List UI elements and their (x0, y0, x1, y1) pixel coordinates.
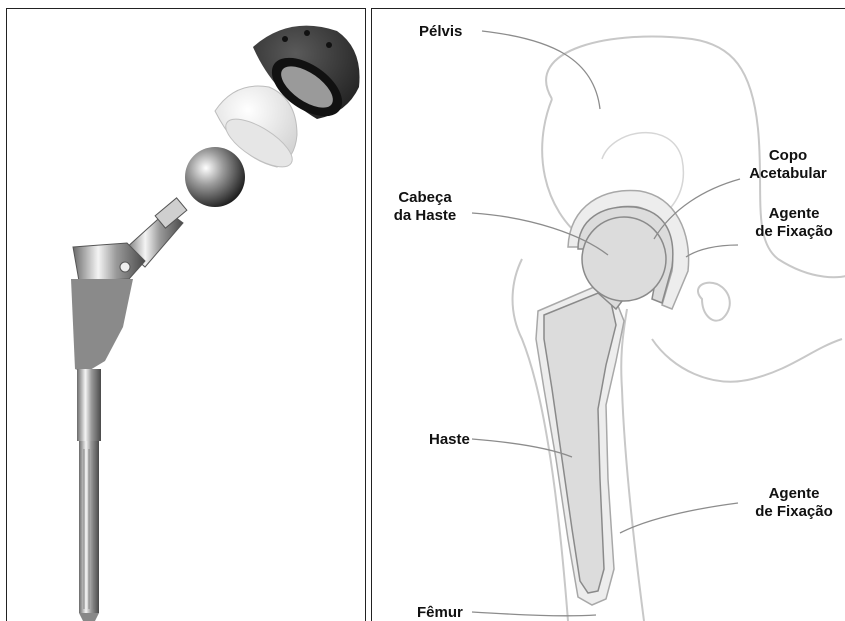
implant-photo-panel (6, 8, 366, 621)
pelvis-label: Pélvis (419, 23, 462, 41)
femoral-stem (71, 198, 187, 621)
hip-anatomy-diagram (372, 9, 845, 621)
hip-replacement-diagram-panel: Pélvis Copo Acetabular Cabeça da Haste A… (371, 8, 845, 621)
femoral-head (582, 217, 666, 301)
stem-label: Haste (429, 431, 470, 449)
cup-fixation-agent-label: Agente de Fixação (744, 205, 844, 241)
fix-bottom-leader (620, 503, 738, 533)
femoral-head-label-line1: Cabeça (380, 189, 470, 207)
femoral-head-label: Cabeça da Haste (380, 189, 470, 225)
femoral-head-ball (185, 147, 245, 207)
femur-label: Fêmur (417, 604, 463, 621)
ischium-outline (652, 339, 842, 382)
stem-fixation-agent-label: Agente de Fixação (744, 485, 844, 521)
exploded-hip-implant-illustration (7, 9, 365, 621)
obturator-foramen (698, 283, 730, 321)
fix-top-leader (686, 245, 738, 257)
stem-fixation-agent-label-line1: Agente (744, 485, 844, 503)
femoral-head-label-line2: da Haste (380, 207, 470, 225)
acetabular-cup-label-line1: Copo (736, 147, 840, 165)
acetabular-cup-label-line2: Acetabular (736, 165, 840, 183)
cup-fixation-agent-label-line1: Agente (744, 205, 844, 223)
cup-fixation-agent-label-line2: de Fixação (744, 223, 844, 241)
stem-fixation-agent-label-line2: de Fixação (744, 503, 844, 521)
acetabular-cup-label: Copo Acetabular (736, 147, 840, 183)
femur-leader (472, 612, 596, 616)
pelvis-leader (482, 31, 600, 109)
